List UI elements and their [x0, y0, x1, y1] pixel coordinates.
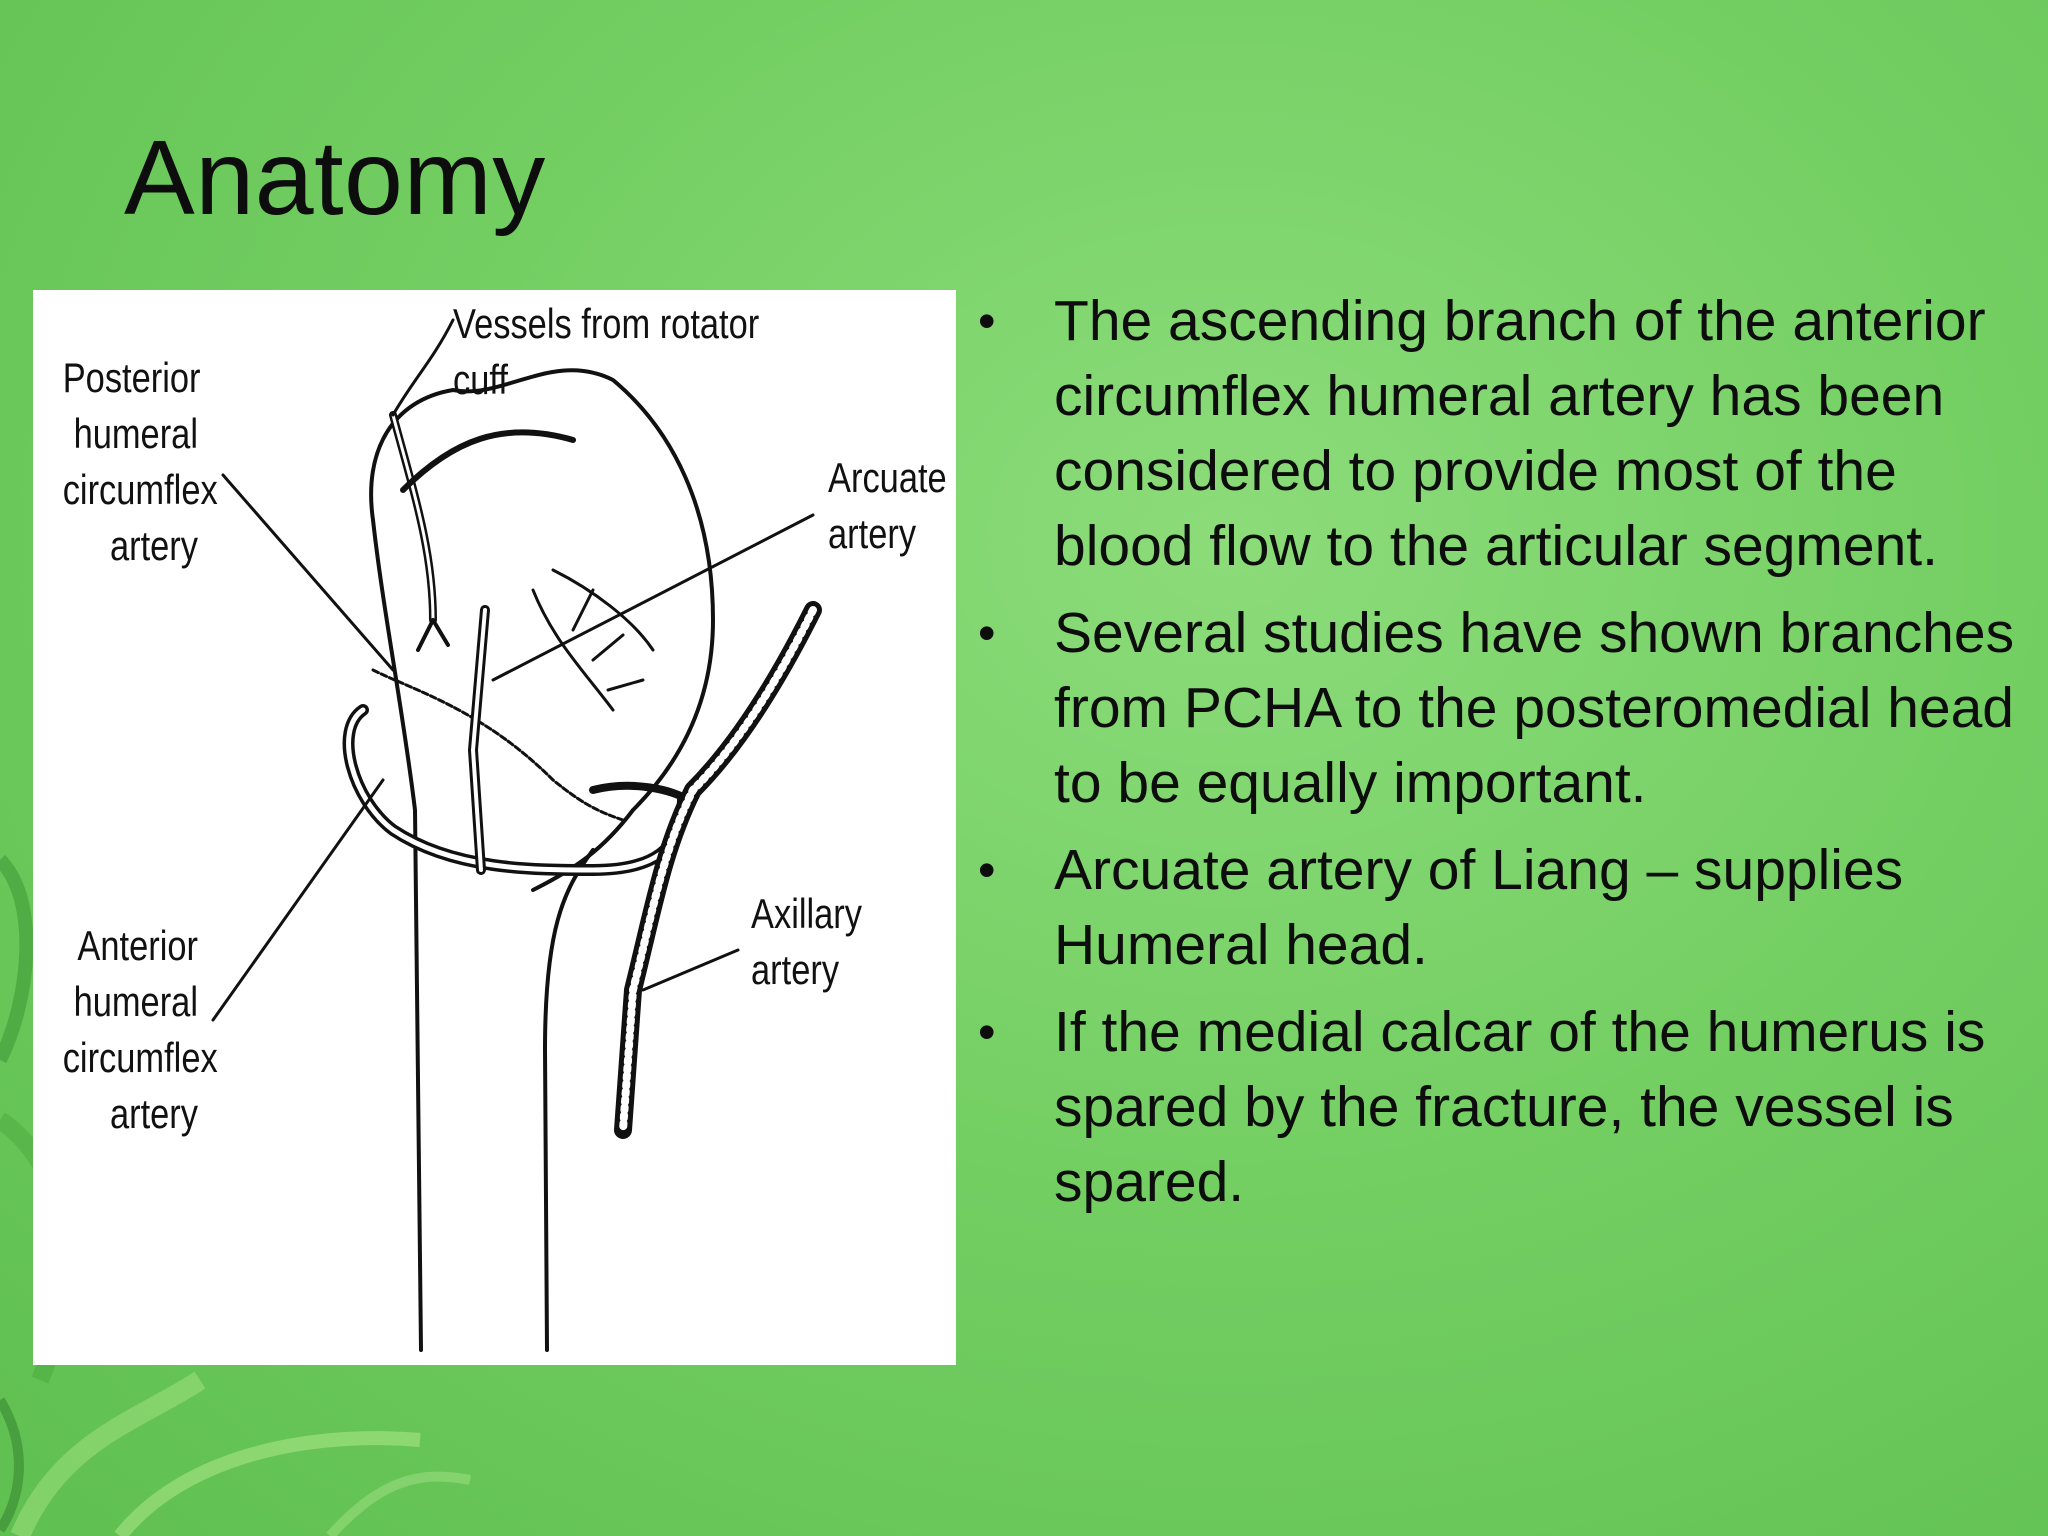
- label-axillary-artery: Axillary artery: [751, 886, 899, 998]
- label-line: Axillary: [751, 890, 862, 937]
- label-line: artery: [109, 522, 198, 569]
- bullet-dot: •: [978, 1004, 996, 1060]
- bullet-text: Several studies have shown branches from…: [1054, 601, 2015, 815]
- label-anterior-humeral-circumflex-artery: Anterior humeral circumflex artery: [62, 918, 218, 1142]
- bullet-text: Arcuate artery of Liang – supplies Humer…: [1054, 838, 1904, 977]
- humerus-artery-diagram: [211, 318, 822, 1352]
- label-line: humeral: [73, 410, 198, 457]
- label-line: Anterior: [77, 922, 198, 969]
- bullet-list: • The ascending branch of the anterior c…: [970, 284, 2030, 1232]
- bullet-dot: •: [978, 605, 996, 661]
- bullet-item: • If the medial calcar of the humerus is…: [970, 995, 2030, 1220]
- bullet-dot: •: [978, 842, 996, 898]
- label-line: Posterior: [62, 354, 201, 401]
- label-line: circumflex: [62, 1034, 218, 1081]
- label-line: circumflex: [62, 466, 218, 513]
- anatomy-figure: Vessels from rotator cuff Posterior hume…: [33, 290, 956, 1365]
- slide-title: Anatomy: [124, 119, 546, 237]
- label-posterior-humeral-circumflex-artery: Posterior humeral circumflex artery: [62, 350, 218, 574]
- label-line: artery: [109, 1090, 198, 1137]
- label-vessels-from-rotator-cuff: Vessels from rotator cuff: [453, 300, 760, 403]
- label-arcuate-artery: Arcuate artery: [828, 450, 976, 562]
- bullet-text: The ascending branch of the anterior cir…: [1054, 289, 1986, 578]
- bullet-text: If the medial calcar of the humerus is s…: [1054, 1000, 1986, 1214]
- label-line: humeral: [73, 978, 198, 1025]
- label-line: artery: [751, 946, 840, 993]
- bullet-item: • Several studies have shown branches fr…: [970, 596, 2030, 821]
- bullet-dot: •: [978, 293, 996, 349]
- label-line: Arcuate: [828, 454, 947, 501]
- bullet-item: • Arcuate artery of Liang – supplies Hum…: [970, 833, 2030, 983]
- bullet-item: • The ascending branch of the anterior c…: [970, 284, 2030, 584]
- label-line: artery: [828, 510, 917, 557]
